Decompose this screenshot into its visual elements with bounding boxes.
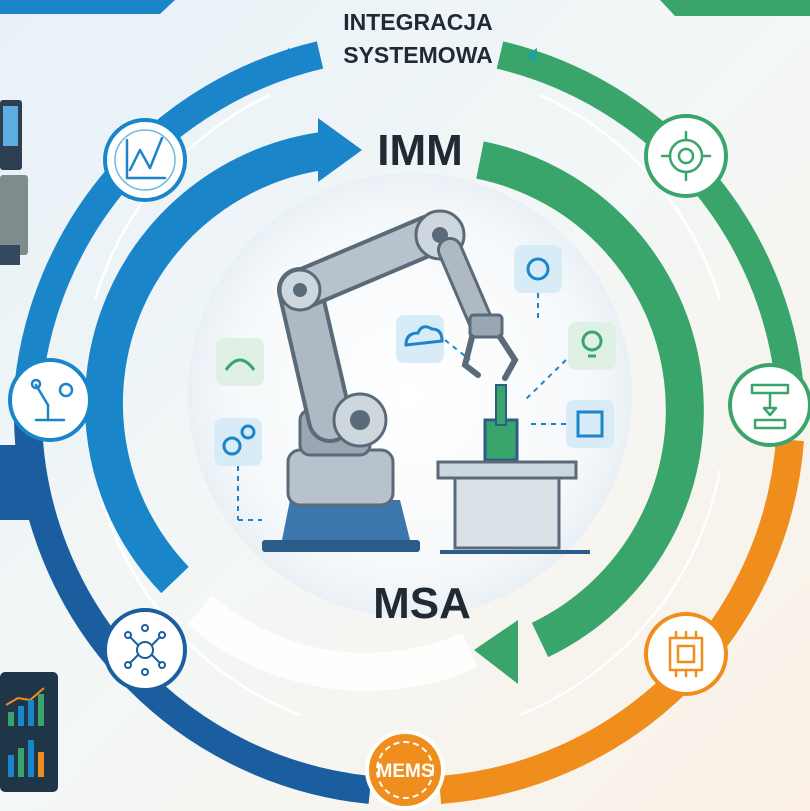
gear-icon: [660, 130, 712, 182]
dashed-connectors: [237, 293, 567, 521]
line-chart-icon: [125, 136, 167, 180]
microchip-icon: [668, 630, 704, 678]
label-msa: MSA: [373, 579, 471, 628]
label-mems: MEMS: [377, 761, 434, 782]
mems-gear-icon: [376, 741, 434, 799]
printer-node: [728, 363, 810, 447]
arrow-head-left: [288, 48, 300, 64]
network-node: [103, 608, 187, 692]
title-line2: SYSTEMOWA: [343, 42, 493, 68]
inner-arc-light: [187, 595, 478, 691]
corner-bar-top-left: [0, 0, 175, 14]
inner-arc-green: [476, 141, 704, 658]
arrow-head-right: [525, 48, 537, 64]
chip-node: [644, 612, 728, 696]
cloud-icon: [396, 315, 444, 363]
inner-arc-blue: [84, 131, 333, 594]
inner-arrow-head-top: [318, 118, 362, 182]
title-line1: INTEGRACJA: [343, 9, 493, 35]
label-imm: IMM: [377, 126, 463, 175]
circuit-icon: [566, 400, 614, 448]
inner-arrow-head-bottom: [474, 620, 518, 684]
robot-arm-node: [8, 358, 92, 442]
gear-icon: [514, 245, 562, 293]
plant-icon: [216, 338, 264, 386]
lightbulb-icon: [568, 322, 616, 370]
workpiece-station: [436, 384, 590, 554]
dashboard-panel: [0, 672, 58, 792]
neural-network-icon: [124, 624, 166, 676]
inner-cycle: [84, 131, 704, 691]
chart-node: [103, 118, 187, 202]
floating-icons: [214, 245, 616, 466]
3d-printer-icon: [750, 383, 790, 430]
mems-node: MEMS: [365, 730, 445, 810]
robot-arm-illustration: [262, 209, 519, 552]
corner-bar-top-right: [660, 0, 810, 16]
gear-node: [644, 114, 728, 198]
machine-illustration: [0, 100, 28, 265]
robot-arm-icon: [30, 378, 74, 422]
